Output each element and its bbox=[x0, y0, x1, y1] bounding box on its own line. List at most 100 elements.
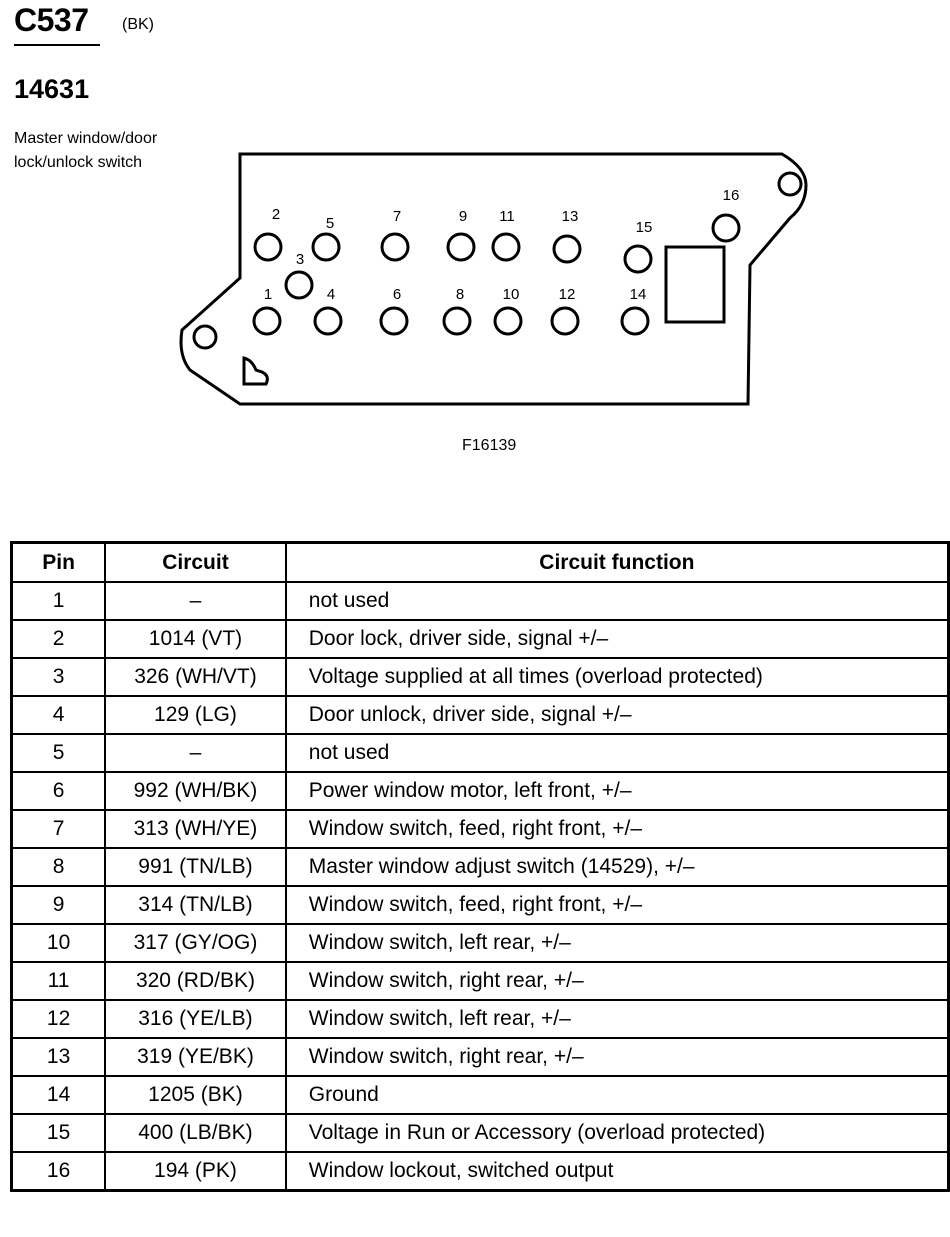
cell-pin: 1 bbox=[10, 581, 107, 621]
cell-circuit: 313 (WH/YE) bbox=[104, 809, 287, 849]
cell-pin: 7 bbox=[10, 809, 107, 849]
pin-label: 2 bbox=[272, 206, 280, 223]
pin-cavity bbox=[711, 213, 741, 243]
cell-pin: 12 bbox=[10, 999, 107, 1039]
pin-cavity bbox=[379, 306, 409, 336]
cell-circuit-function: Door unlock, driver side, signal +/– bbox=[284, 695, 950, 735]
cell-circuit: – bbox=[104, 581, 287, 621]
figure-id: F16139 bbox=[462, 437, 517, 454]
cell-pin: 6 bbox=[10, 771, 107, 811]
cell-circuit: 1014 (VT) bbox=[104, 619, 287, 659]
polarization-key-icon bbox=[242, 356, 269, 386]
pin-label: 3 bbox=[296, 251, 304, 268]
cell-pin: 16 bbox=[10, 1151, 107, 1192]
cell-circuit-function: Window switch, right rear, +/– bbox=[284, 961, 950, 1001]
pin-label: 15 bbox=[636, 219, 653, 236]
cell-circuit: 1205 (BK) bbox=[104, 1075, 287, 1115]
cell-pin: 8 bbox=[10, 847, 107, 887]
cell-circuit: 400 (LB/BK) bbox=[104, 1113, 287, 1153]
pin-label: 11 bbox=[499, 208, 515, 225]
table-header-row: Pin Circuit Circuit function bbox=[10, 541, 950, 583]
connector-color: (BK) bbox=[122, 16, 154, 33]
pin-label: 16 bbox=[723, 187, 740, 204]
cell-pin: 15 bbox=[10, 1113, 107, 1153]
component-description: Master window/door lock/unlock switch bbox=[14, 127, 214, 175]
pin-cavity bbox=[284, 270, 314, 300]
part-number: 14631 bbox=[14, 74, 90, 104]
cell-circuit-function: Window switch, left rear, +/– bbox=[284, 923, 950, 963]
cell-circuit-function: Door lock, driver side, signal +/– bbox=[284, 619, 950, 659]
cell-circuit-function: Window switch, feed, right front, +/– bbox=[284, 885, 950, 925]
header-pin: Pin bbox=[10, 541, 107, 583]
pin-cavity bbox=[550, 306, 580, 336]
cell-pin: 4 bbox=[10, 695, 107, 735]
table-row: 5–not used bbox=[10, 733, 950, 773]
pin-label: 10 bbox=[503, 286, 520, 303]
pin-cavity bbox=[380, 232, 410, 262]
table-row: 1–not used bbox=[10, 581, 950, 621]
cell-circuit: 319 (YE/BK) bbox=[104, 1037, 287, 1077]
pin-cavity bbox=[442, 306, 472, 336]
cell-circuit: 129 (LG) bbox=[104, 695, 287, 735]
pin-cavity bbox=[311, 232, 341, 262]
cell-pin: 9 bbox=[10, 885, 107, 925]
pin-cavity bbox=[253, 232, 283, 262]
pin-cavity bbox=[623, 244, 653, 274]
connector-housing-outline bbox=[179, 152, 808, 406]
cell-circuit-function: not used bbox=[284, 581, 950, 621]
cell-circuit: 194 (PK) bbox=[104, 1151, 287, 1192]
cell-pin: 10 bbox=[10, 923, 107, 963]
cell-pin: 2 bbox=[10, 619, 107, 659]
connector-id: C537 bbox=[14, 2, 89, 38]
cell-pin: 14 bbox=[10, 1075, 107, 1115]
pin-cavity bbox=[446, 232, 476, 262]
header-circuit: Circuit bbox=[104, 541, 287, 583]
mounting-hole-left bbox=[192, 324, 218, 350]
pin-label: 12 bbox=[559, 286, 576, 303]
cell-circuit-function: Window switch, feed, right front, +/– bbox=[284, 809, 950, 849]
cell-pin: 5 bbox=[10, 733, 107, 773]
pin-label: 5 bbox=[326, 215, 334, 232]
cell-circuit-function: Window switch, left rear, +/– bbox=[284, 999, 950, 1039]
pin-cavity bbox=[252, 306, 282, 336]
cell-circuit-function: not used bbox=[284, 733, 950, 773]
pin-label: 13 bbox=[562, 208, 579, 225]
cell-circuit: 326 (WH/VT) bbox=[104, 657, 287, 697]
cell-circuit-function: Voltage supplied at all times (overload … bbox=[284, 657, 950, 697]
mounting-hole-right bbox=[777, 171, 803, 197]
cell-circuit: 992 (WH/BK) bbox=[104, 771, 287, 811]
cell-pin: 13 bbox=[10, 1037, 107, 1077]
component-description-line2: lock/unlock switch bbox=[14, 154, 143, 171]
cell-circuit-function: Voltage in Run or Accessory (overload pr… bbox=[284, 1113, 950, 1153]
cell-circuit: 320 (RD/BK) bbox=[104, 961, 287, 1001]
pin-label: 14 bbox=[630, 286, 647, 303]
cell-circuit-function: Ground bbox=[284, 1075, 950, 1115]
cell-circuit-function: Power window motor, left front, +/– bbox=[284, 771, 950, 811]
pin-cavity bbox=[491, 232, 521, 262]
cell-circuit: 991 (TN/LB) bbox=[104, 847, 287, 887]
cell-circuit: 317 (GY/OG) bbox=[104, 923, 287, 963]
cell-pin: 11 bbox=[10, 961, 107, 1001]
pin-label: 4 bbox=[327, 286, 335, 303]
pin-label: 1 bbox=[264, 286, 272, 303]
cell-circuit: – bbox=[104, 733, 287, 773]
cell-circuit: 316 (YE/LB) bbox=[104, 999, 287, 1039]
pin-cavity bbox=[493, 306, 523, 336]
pin-label: 9 bbox=[459, 208, 467, 225]
cell-pin: 3 bbox=[10, 657, 107, 697]
